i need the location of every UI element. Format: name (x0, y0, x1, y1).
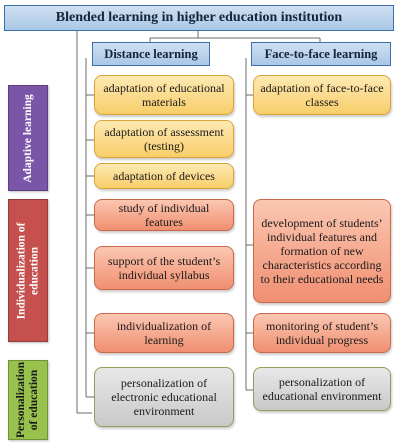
diagram-title: Blended learning in higher education ins… (4, 5, 394, 31)
box-monitoring-progress: monitoring of student’s individual progr… (253, 313, 391, 353)
box-personalization-electronic: personalization of electronic educationa… (94, 367, 234, 427)
section-individualization-line1: Individualization of (15, 222, 28, 319)
box-support-syllabus: support of the student’s individual syll… (94, 246, 234, 290)
box-adaptation-classes: adaptation of face-to-face classes (253, 75, 391, 115)
section-adaptive-learning: Adaptive learning (8, 85, 48, 191)
section-individualization-line2: education (28, 246, 41, 295)
box-adaptation-devices: adaptation of devices (94, 163, 234, 189)
box-personalization-environment: personalization of educational environme… (253, 367, 391, 411)
section-personalization-line2: of education (28, 369, 40, 431)
box-adaptation-materials: adaptation of educational materials (94, 75, 234, 115)
column-head-face: Face-to-face learning (251, 42, 391, 66)
box-development-features: development of students’ individual feat… (253, 199, 391, 303)
column-head-distance: Distance learning (92, 42, 210, 66)
section-personalization-line1: Personalization (15, 361, 27, 439)
box-individualization-learning: individualization of learning (94, 313, 234, 353)
box-study-features: study of individual features (94, 199, 234, 231)
box-adaptation-assessment: adaptation of assessment (testing) (94, 120, 234, 158)
section-adaptive-label: Adaptive learning (21, 93, 34, 183)
